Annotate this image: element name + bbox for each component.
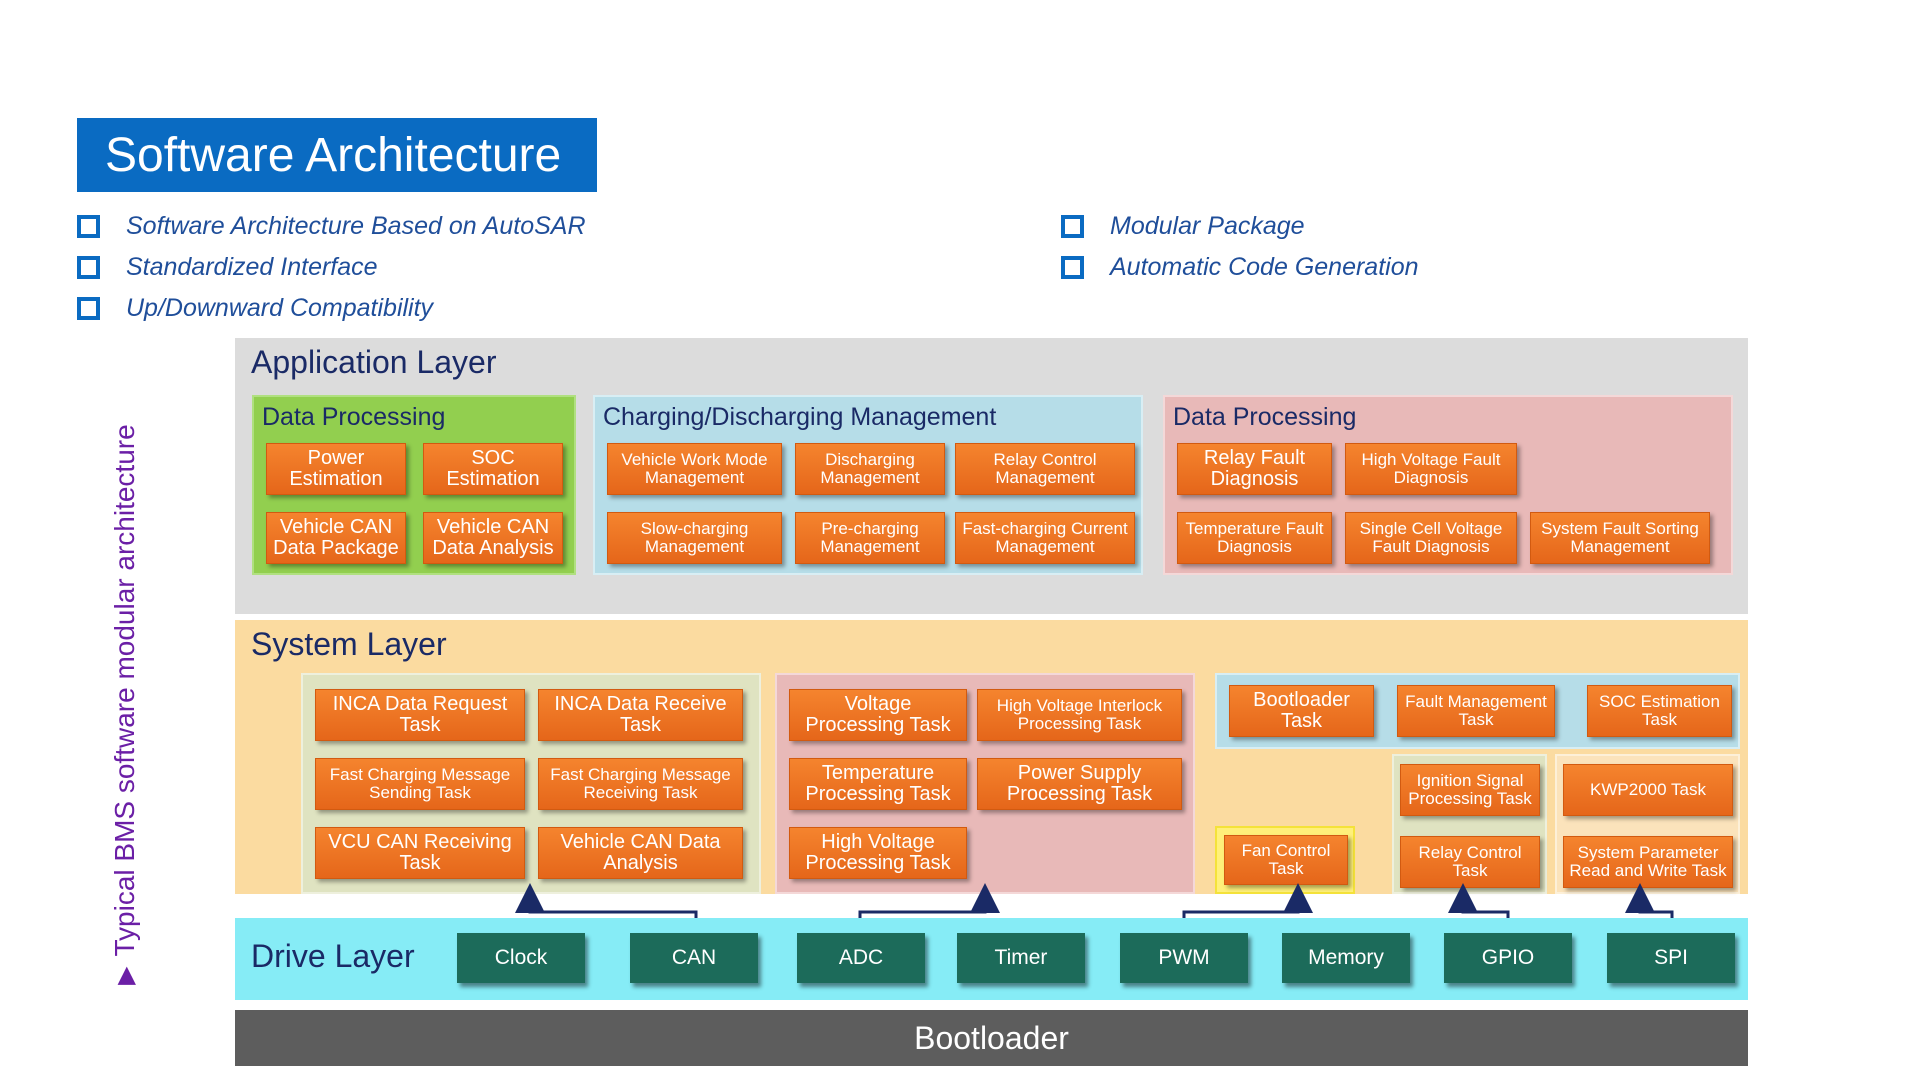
fast-charging-current-block: Fast-charging Current Management <box>955 512 1135 564</box>
fault-diagnosis-group: Data Processing Relay Fault Diagnosis Hi… <box>1163 395 1733 575</box>
bullet-item: Software Architecture Based on AutoSAR <box>77 212 586 241</box>
checkbox-icon <box>77 297 100 320</box>
vehicle-can-data-package-block: Vehicle CAN Data Package <box>266 512 406 564</box>
diagnostic-task-group: KWP2000 Task System Parameter Read and W… <box>1555 754 1740 894</box>
group-title: Data Processing <box>262 403 446 431</box>
checkbox-icon <box>77 256 100 279</box>
charging-management-group: Charging/Discharging Management Vehicle … <box>593 395 1143 575</box>
adc-driver: ADC <box>797 933 925 983</box>
pwm-driver: PWM <box>1120 933 1248 983</box>
temperature-processing-block: Temperature Processing Task <box>789 758 967 810</box>
power-supply-processing-block: Power Supply Processing Task <box>977 758 1182 810</box>
side-label-text: Typical BMS software modular architectur… <box>109 424 140 957</box>
power-estimation-block: Power Estimation <box>266 443 406 495</box>
ignition-relay-group: Ignition Signal Processing Task Relay Co… <box>1392 754 1547 894</box>
bullet-text: Software Architecture Based on AutoSAR <box>126 212 586 240</box>
memory-driver: Memory <box>1282 933 1410 983</box>
high-voltage-processing-block: High Voltage Processing Task <box>789 827 967 879</box>
bullet-text: Up/Downward Compatibility <box>126 294 434 322</box>
bootloader-layer: Bootloader <box>235 1010 1748 1066</box>
data-processing-group: Data Processing Power Estimation SOC Est… <box>252 395 576 575</box>
checkbox-icon <box>1061 256 1084 279</box>
relay-control-task-block: Relay Control Task <box>1400 836 1540 888</box>
group-title: Charging/Discharging Management <box>603 403 997 431</box>
pre-charging-block: Pre-charging Management <box>795 512 945 564</box>
system-parameter-block: System Parameter Read and Write Task <box>1563 836 1733 888</box>
slow-charging-block: Slow-charging Management <box>607 512 782 564</box>
layer-title: Application Layer <box>251 344 497 380</box>
hv-interlock-block: High Voltage Interlock Processing Task <box>977 689 1182 741</box>
fast-charging-sending-block: Fast Charging Message Sending Task <box>315 758 525 810</box>
bullet-item: Up/Downward Compatibility <box>77 294 433 323</box>
bullet-text: Standardized Interface <box>126 253 378 281</box>
system-fault-sorting-block: System Fault Sorting Management <box>1530 512 1710 564</box>
bullet-text: Automatic Code Generation <box>1110 253 1419 281</box>
layer-title: Drive Layer <box>251 938 415 974</box>
fast-charging-receiving-block: Fast Charging Message Receiving Task <box>538 758 743 810</box>
triangle-icon: ▶ <box>111 966 139 985</box>
gpio-driver: GPIO <box>1444 933 1572 983</box>
fault-management-block: Fault Management Task <box>1397 685 1555 737</box>
communication-task-group: INCA Data Request Task INCA Data Receive… <box>301 673 761 894</box>
bullet-item: Automatic Code Generation <box>1061 253 1419 282</box>
fan-control-block: Fan Control Task <box>1224 835 1348 885</box>
processing-task-group: Voltage Processing Task High Voltage Int… <box>775 673 1195 894</box>
kwp2000-block: KWP2000 Task <box>1563 764 1733 816</box>
spi-driver: SPI <box>1607 933 1735 983</box>
soc-estimation-block: SOC Estimation <box>423 443 563 495</box>
high-voltage-fault-block: High Voltage Fault Diagnosis <box>1345 443 1517 495</box>
vehicle-work-mode-block: Vehicle Work Mode Management <box>607 443 782 495</box>
management-task-group: Bootloader Task Fault Management Task SO… <box>1215 673 1740 749</box>
drive-layer: Drive Layer Clock CAN ADC Timer PWM Memo… <box>235 918 1748 1000</box>
vcu-can-receiving-block: VCU CAN Receiving Task <box>315 827 525 879</box>
bootloader-task-block: Bootloader Task <box>1229 685 1374 737</box>
checkbox-icon <box>1061 215 1084 238</box>
discharging-management-block: Discharging Management <box>795 443 945 495</box>
inca-data-receive-block: INCA Data Receive Task <box>538 689 743 741</box>
vehicle-can-data-analysis-block: Vehicle CAN Data Analysis <box>423 512 563 564</box>
application-layer: Application Layer Data Processing Power … <box>235 338 1748 614</box>
group-title: Data Processing <box>1173 403 1357 431</box>
clock-driver: Clock <box>457 933 585 983</box>
bullet-item: Standardized Interface <box>77 253 378 282</box>
ignition-signal-block: Ignition Signal Processing Task <box>1400 764 1540 816</box>
side-label: ▶ Typical BMS software modular architectu… <box>105 424 145 985</box>
relay-fault-diagnosis-block: Relay Fault Diagnosis <box>1177 443 1332 495</box>
fan-control-group: Fan Control Task <box>1215 826 1355 894</box>
timer-driver: Timer <box>957 933 1085 983</box>
can-driver: CAN <box>630 933 758 983</box>
checkbox-icon <box>77 215 100 238</box>
vehicle-can-data-analysis-block: Vehicle CAN Data Analysis <box>538 827 743 879</box>
single-cell-voltage-fault-block: Single Cell Voltage Fault Diagnosis <box>1345 512 1517 564</box>
voltage-processing-block: Voltage Processing Task <box>789 689 967 741</box>
soc-estimation-task-block: SOC Estimation Task <box>1587 685 1732 737</box>
page-title: Software Architecture <box>77 118 597 192</box>
layer-title: System Layer <box>251 626 447 662</box>
system-layer: System Layer INCA Data Request Task INCA… <box>235 620 1748 894</box>
bullet-text: Modular Package <box>1110 212 1305 240</box>
bullet-item: Modular Package <box>1061 212 1305 241</box>
relay-control-management-block: Relay Control Management <box>955 443 1135 495</box>
inca-data-request-block: INCA Data Request Task <box>315 689 525 741</box>
temperature-fault-block: Temperature Fault Diagnosis <box>1177 512 1332 564</box>
